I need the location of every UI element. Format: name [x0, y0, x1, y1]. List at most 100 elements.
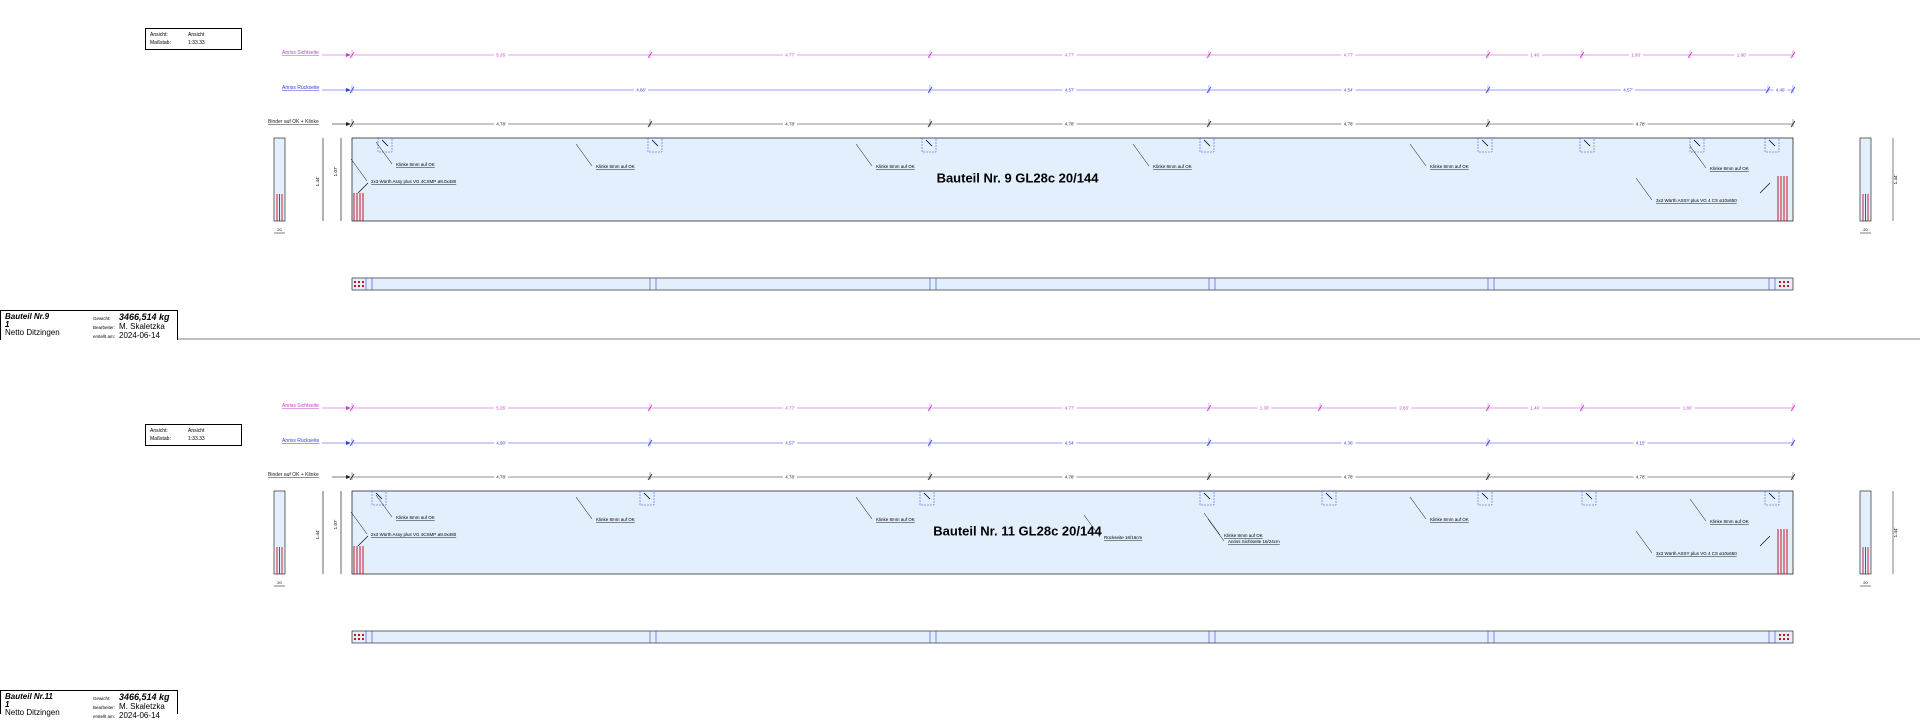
- dim-label-bg: [1341, 87, 1356, 93]
- titleblock-name: Bauteil Nr.11: [5, 692, 53, 701]
- titleblock-11: Bauteil Nr.11 1 Netto Ditzingen Gewicht:…: [0, 690, 178, 720]
- dim-label-bg: [783, 474, 797, 480]
- gewicht-label: Gewicht:: [93, 696, 111, 701]
- callout: Klinke 8mm auf OK: [1710, 166, 1749, 171]
- dim-sichtseite-value: 4.77': [785, 53, 795, 58]
- erstellt-value: 2024-06-14: [119, 711, 160, 720]
- plan-screw: [362, 638, 364, 640]
- callout-leader: [375, 141, 393, 165]
- leader: [357, 182, 369, 194]
- plan-screw: [1783, 638, 1785, 640]
- dim-label-bg: [1062, 52, 1077, 58]
- anriss-rueckseite-label: Anriss Rückseite: [282, 438, 319, 444]
- plan-screw: [358, 638, 360, 640]
- binder-label: Binder auf OK + Klinke: [268, 119, 319, 125]
- callout: Klinke 8mm auf OK: [596, 164, 635, 169]
- callout-leader: [1635, 530, 1653, 554]
- dim-rueckseite-value: 4.57': [1623, 88, 1633, 93]
- row-arrowhead: [346, 406, 351, 410]
- notch-mark: [1203, 139, 1211, 147]
- leader: [357, 535, 369, 547]
- dim-binder-value: 4.78': [1636, 122, 1646, 127]
- leader: [1759, 535, 1771, 547]
- callout: Klinke 8mm auf OK: [1430, 164, 1469, 169]
- beam-elevation: [351, 137, 1794, 222]
- titleblock-client: Netto Ditzingen: [5, 708, 60, 717]
- dim-rueckseite-value: 4.46': [1776, 88, 1786, 93]
- dim-label-bg: [634, 87, 648, 93]
- callout-leader: [1409, 496, 1427, 520]
- plan-screw: [362, 281, 364, 283]
- dim-binder-value: 4.78': [785, 475, 795, 480]
- plan-screw: [1779, 285, 1781, 287]
- row-arrowhead: [346, 88, 351, 92]
- titleblock-name: Bauteil Nr.9: [5, 312, 50, 321]
- titleblock-client: Netto Ditzingen: [5, 328, 60, 337]
- dim-sichtseite-value: 5.26': [496, 406, 506, 411]
- callout-leader: [855, 496, 873, 520]
- dim-sichtseite-value: 4.77': [1065, 406, 1075, 411]
- callout-leader: [1203, 512, 1221, 536]
- massstab-key: Maßstab:: [150, 436, 171, 442]
- dim-label-bg: [1062, 474, 1077, 480]
- erstellt-label: erstellt am:: [93, 714, 116, 719]
- dim-label-bg: [494, 405, 508, 411]
- massstab-value: 1:33.33: [188, 436, 205, 442]
- callout-leader: [350, 511, 368, 535]
- dim-sichtseite-value: 1.80': [1737, 53, 1747, 58]
- callout-leader: [1635, 177, 1653, 201]
- klinke-notch: [1689, 137, 1705, 153]
- notch-mark: [381, 139, 389, 147]
- notch-mark: [1481, 492, 1489, 500]
- klinke-notch: [1579, 137, 1595, 153]
- callout-leader: [375, 494, 393, 518]
- dim-rueckseite-value: 4.57': [785, 441, 795, 446]
- callout: Klinke 8mm auf OK: [876, 517, 915, 522]
- notch-mark: [1203, 492, 1211, 500]
- dim-label-bg: [1341, 121, 1356, 127]
- notch-mark: [1325, 492, 1333, 500]
- erstellt-value: 2024-06-14: [119, 331, 160, 340]
- dim-label-bg: [1633, 440, 1648, 446]
- dim-rueckseite-value: 4.36': [1344, 441, 1354, 446]
- callout-leader: [1689, 145, 1707, 169]
- dim-label-bg: [783, 405, 797, 411]
- dim-rueckseite-value: 4.15': [1636, 441, 1646, 446]
- right-height-value: 1.44': [1893, 528, 1898, 538]
- klinke-notch: [1477, 490, 1493, 506]
- dim-label-bg: [1773, 87, 1788, 93]
- bearbeiter-label: Bearbeiter:: [93, 325, 116, 330]
- bearbeiter-value: M. Skaletzka: [119, 322, 165, 331]
- dim-label-bg: [1633, 121, 1648, 127]
- plan-screw: [1779, 638, 1781, 640]
- klinke-notch: [1581, 490, 1597, 506]
- height-dim-value-2: 1.07': [333, 167, 338, 177]
- dim-label-bg: [494, 121, 508, 127]
- dim-sichtseite-value: 4.77': [1344, 53, 1354, 58]
- anriss-rueckseite-label: Anriss Rückseite: [282, 85, 319, 91]
- dim-binder-value: 4.78': [496, 475, 506, 480]
- plan-screw: [354, 634, 356, 636]
- klinke-notch: [1764, 490, 1780, 506]
- dim-label-bg: [1341, 52, 1356, 58]
- dim-rueckseite-value: 4.54': [1344, 88, 1354, 93]
- ansicht-key: Ansicht:: [150, 32, 168, 38]
- dim-binder-value: 4.78': [496, 122, 506, 127]
- plan-screw: [1783, 285, 1785, 287]
- dim-label-bg: [1257, 405, 1272, 411]
- titleblock-count: 1: [5, 320, 10, 329]
- dim-label-bg: [1062, 405, 1077, 411]
- height-dim-value: 1.44': [315, 177, 320, 187]
- dim-sichtseite-value: 1.80': [1683, 406, 1693, 411]
- dim-binder-value: 4.78': [785, 122, 795, 127]
- callout: 3x3 Würth ASSY plus VG 4 CS ø10x650: [1656, 551, 1737, 556]
- beam-title: Bauteil Nr. 9 GL28c 20/144: [937, 171, 1100, 186]
- dim-sichtseite-value: 1.30': [1260, 406, 1270, 411]
- section-width-value: 20: [277, 580, 282, 585]
- callout: 3x3 Würth ASSY plus VG 4 CS ø10x650: [1656, 198, 1737, 203]
- dim-binder-value: 4.78': [1065, 475, 1075, 480]
- callout-leader: [1689, 498, 1707, 522]
- dim-label-bg: [1680, 405, 1695, 411]
- callout-leader: [1207, 518, 1225, 542]
